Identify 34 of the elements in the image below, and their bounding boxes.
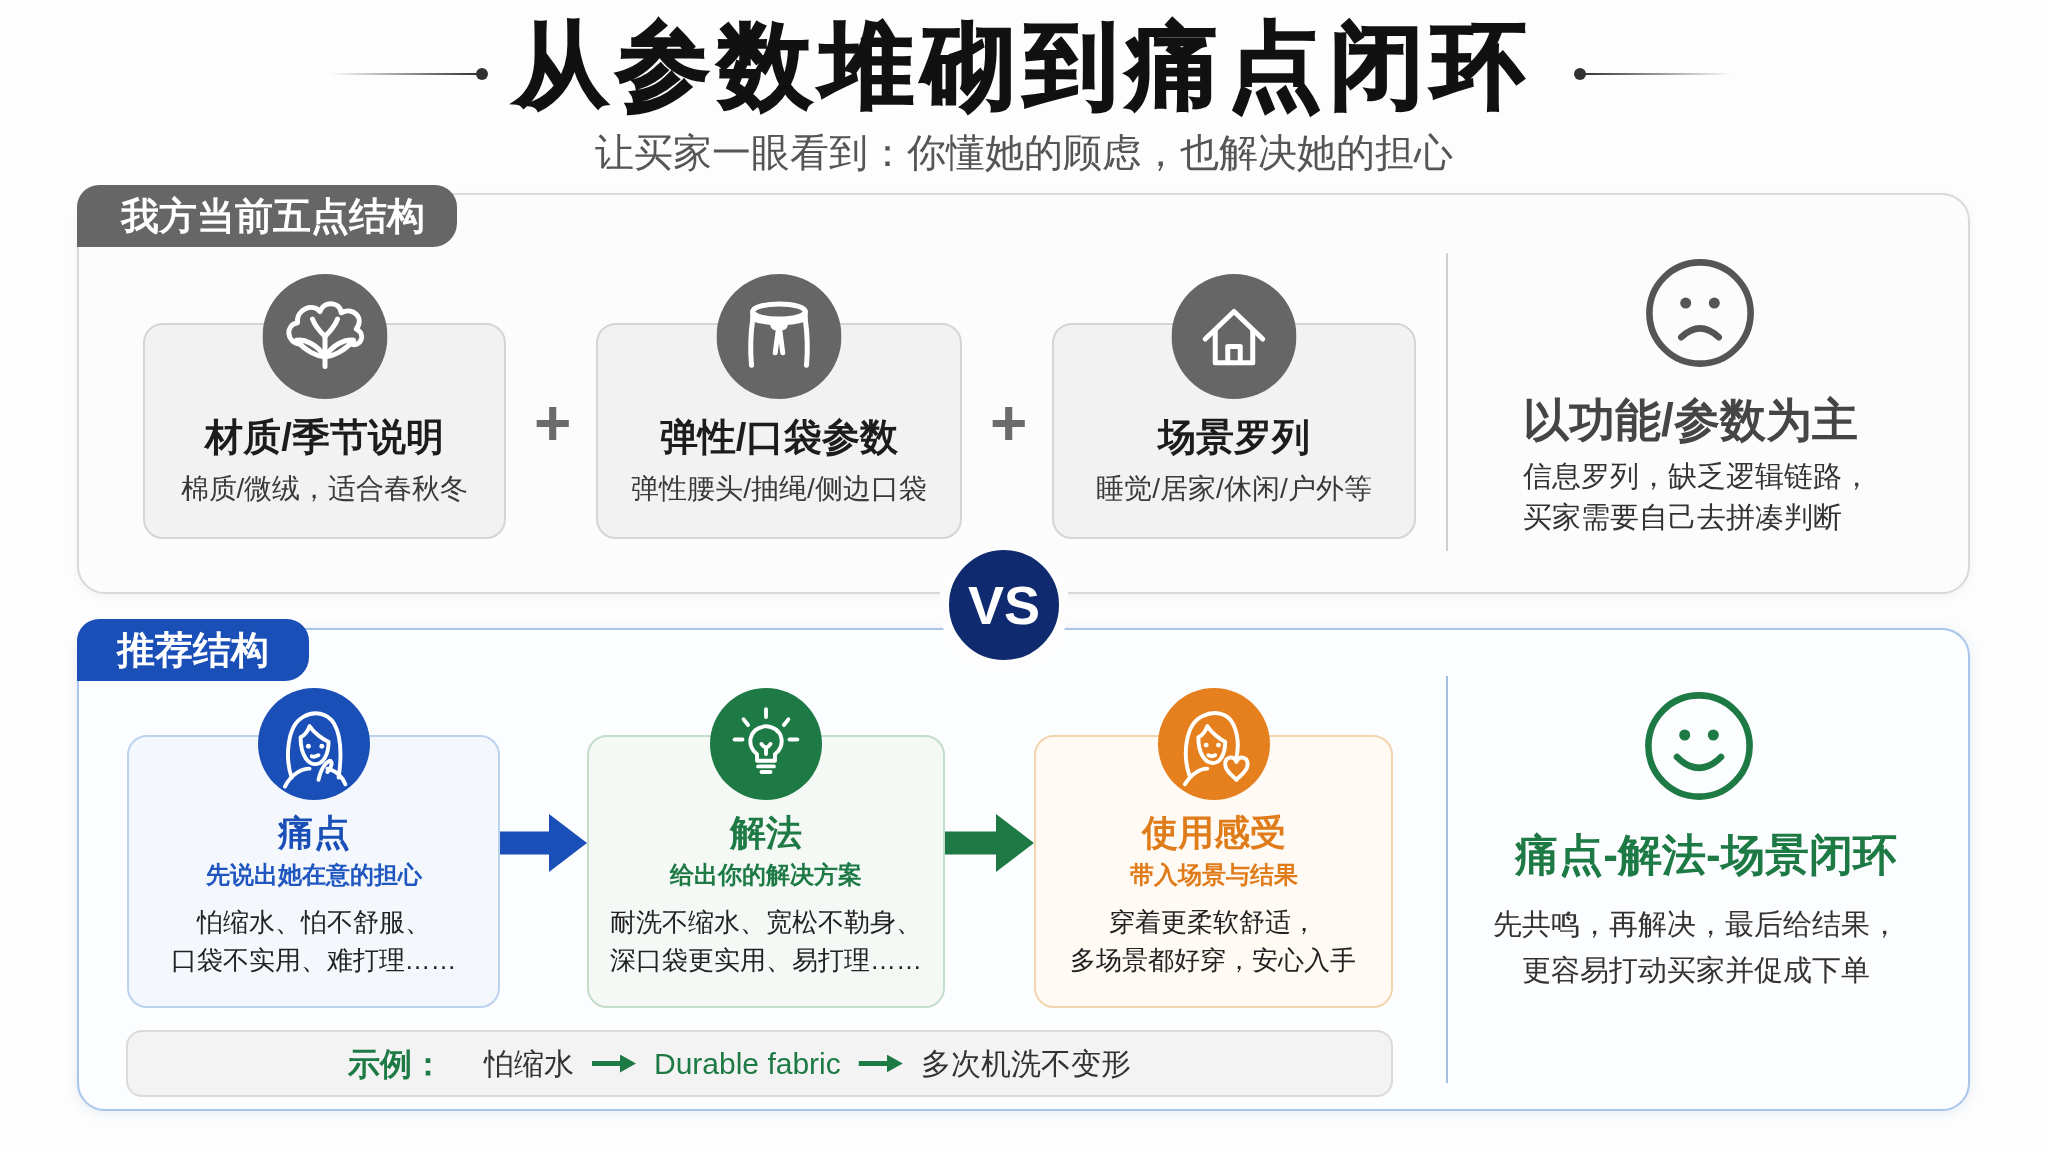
summary-text: 先共鸣，再解决，最后给结果，更容易打动买家并促成下单 <box>1492 907 1900 988</box>
example-bar <box>126 1030 1393 1097</box>
card-subtitle: 棉质/微绒，适合春秋冬 <box>180 472 469 506</box>
flow-arrow <box>858 1054 903 1073</box>
summary-heading: 以功能/参数为主 <box>1523 393 1858 448</box>
card-title: 材质/季节说明 <box>205 415 444 460</box>
section-tab: 推荐结构 <box>77 619 309 681</box>
example-text: 怕缩水 <box>484 1044 574 1083</box>
plus-sign: + <box>990 387 1028 459</box>
title: 从参数堆砌到痛点闭环 <box>514 12 1534 120</box>
subtitle: 让买家一眼看到：你懂她的顾虑，也解决她的担心 <box>595 130 1453 176</box>
card-subtitle: 给出你的解决方案 <box>670 860 862 890</box>
example-text: 多次机洗不变形 <box>920 1044 1131 1083</box>
card-title: 使用感受 <box>1141 811 1286 855</box>
card-description: 耐洗不缩水、宽松不勒身、深口袋更实用、易打理…… <box>609 906 923 977</box>
card-subtitle: 带入场景与结果 <box>1129 860 1298 890</box>
card-title: 痛点 <box>277 811 350 855</box>
card-subtitle: 先说出她在意的担心 <box>205 860 422 890</box>
card-title: 弹性/口袋参数 <box>659 415 899 460</box>
summary-heading: 痛点-解法-场景闭环 <box>1515 829 1897 881</box>
example-label: 示例： <box>348 1044 444 1084</box>
plus-sign: + <box>534 387 572 459</box>
flow-arrow <box>592 1054 636 1073</box>
card-subtitle: 睡觉/居家/休闲/户外等 <box>1096 472 1372 506</box>
flow-arrow <box>500 814 587 872</box>
card-description: 穿着更柔软舒适，多场景都好穿，安心入手 <box>1069 906 1358 977</box>
example-text: Durable fabric <box>654 1044 841 1083</box>
card-description: 怕缩水、怕不舒服、口袋不实用、难打理…… <box>169 906 458 977</box>
card-title: 解法 <box>730 811 802 855</box>
section-tab: 我方当前五点结构 <box>77 185 457 247</box>
summary-text: 信息罗列，缺乏逻辑链路，买家需要自己去拼凑判断 <box>1523 459 1872 535</box>
card-subtitle: 弹性腰头/抽绳/侧边口袋 <box>631 472 927 506</box>
flow-arrow <box>945 814 1034 872</box>
card-title: 场景罗列 <box>1158 415 1310 460</box>
